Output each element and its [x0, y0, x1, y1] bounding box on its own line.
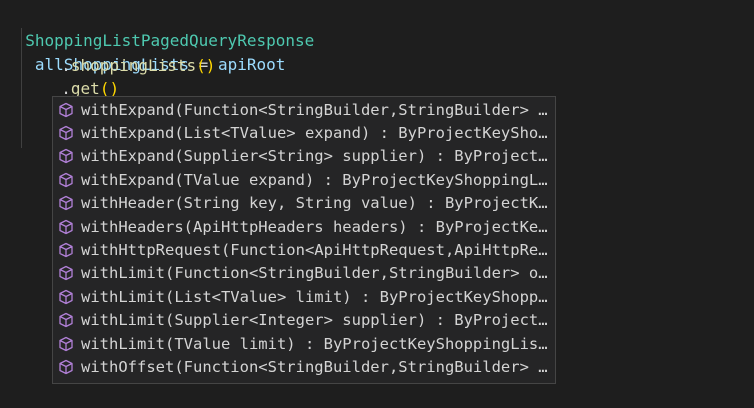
suggestion-item[interactable]: withExpand(Supplier<String> supplier) : …: [53, 145, 555, 168]
space: [25, 55, 35, 74]
indent-guide: [21, 28, 22, 148]
code-line-3[interactable]: .get(): [42, 53, 119, 98]
api-root-identifier: apiRoot: [217, 55, 286, 74]
method-cube-icon: [57, 101, 75, 119]
suggestion-label: withOffset(Function<StringBuilder,String…: [81, 358, 548, 377]
method-cube-icon: [57, 218, 75, 236]
suggestion-label: withExpand(Supplier<String> supplier) : …: [81, 147, 548, 166]
suggestion-label: withExpand(Function<StringBuilder,String…: [81, 100, 548, 119]
suggestion-item[interactable]: withLimit(List<TValue> limit) : ByProjec…: [53, 285, 555, 308]
parentheses: (): [99, 79, 120, 98]
suggestion-item[interactable]: withHttpRequest(Function<ApiHttpRequest,…: [53, 238, 555, 261]
suggestion-item[interactable]: withExpand(List<TValue> expand) : ByProj…: [53, 121, 555, 144]
suggestion-item[interactable]: withExpand(Function<StringBuilder,String…: [53, 98, 555, 121]
code-line-1[interactable]: ShoppingListPagedQueryResponse allShoppi…: [6, 5, 314, 74]
method-cube-icon: [57, 194, 75, 212]
parentheses: (): [196, 56, 216, 75]
method-cube-icon: [57, 288, 75, 306]
suggestion-item[interactable]: withExpand(TValue expand) : ByProjectKey…: [53, 168, 555, 191]
suggestion-item[interactable]: withHeaders(ApiHttpHeaders headers) : By…: [53, 215, 555, 238]
suggestion-label: withHttpRequest(Function<ApiHttpRequest,…: [81, 241, 548, 260]
method-call: shoppingLists: [70, 56, 197, 75]
method-cube-icon: [57, 241, 75, 259]
method-cube-icon: [57, 358, 75, 376]
suggestion-item[interactable]: withLimit(Supplier<Integer> supplier) : …: [53, 309, 555, 332]
dot-operator: .: [61, 79, 71, 98]
suggestion-item[interactable]: withLimit(TValue limit) : ByProjectKeySh…: [53, 332, 555, 355]
method-call: get: [70, 79, 100, 98]
method-cube-icon: [57, 311, 75, 329]
method-cube-icon: [57, 335, 75, 353]
method-cube-icon: [57, 264, 75, 282]
type-name: ShoppingListPagedQueryResponse: [25, 31, 315, 50]
suggestion-item[interactable]: withLimit(Function<StringBuilder,StringB…: [53, 262, 555, 285]
suggestion-label: withLimit(List<TValue> limit) : ByProjec…: [81, 287, 548, 306]
suggestion-label: withHeaders(ApiHttpHeaders headers) : By…: [81, 217, 548, 236]
suggestion-label: withHeader(String key, String value) : B…: [81, 194, 548, 213]
suggestion-item[interactable]: withOffset(Function<StringBuilder,String…: [53, 355, 555, 378]
method-cube-icon: [57, 147, 75, 165]
code-line-2[interactable]: .shoppingLists(): [42, 30, 215, 75]
suggestion-label: withLimit(Supplier<Integer> supplier) : …: [81, 311, 548, 330]
variable-name: allShoppingLists: [34, 55, 190, 74]
suggestion-label: withLimit(Function<StringBuilder,StringB…: [81, 264, 548, 283]
suggestion-label: withExpand(List<TValue> expand) : ByProj…: [81, 124, 548, 143]
method-cube-icon: [57, 171, 75, 189]
suggestion-label: withExpand(TValue expand) : ByProjectKey…: [81, 170, 548, 189]
suggestion-widget[interactable]: withExpand(Function<StringBuilder,String…: [52, 96, 556, 384]
assign-operator: =: [189, 55, 218, 74]
dot-operator: .: [61, 56, 71, 75]
method-cube-icon: [57, 124, 75, 142]
suggestion-label: withLimit(TValue limit) : ByProjectKeySh…: [81, 334, 548, 353]
suggestion-item[interactable]: withHeader(String key, String value) : B…: [53, 192, 555, 215]
